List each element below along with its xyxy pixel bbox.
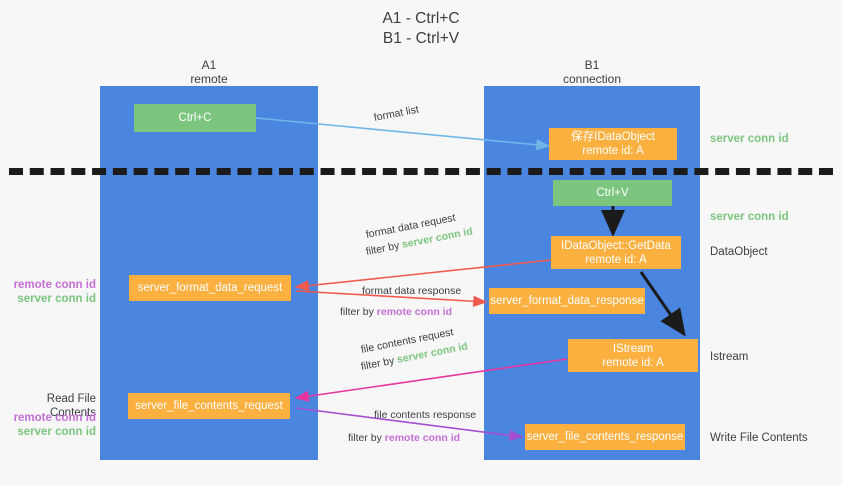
column-header-b1: B1 connection [484, 58, 700, 86]
node-ctrl-v[interactable]: Ctrl+V [553, 180, 672, 206]
left-label-read-file-contents: Read File Contents [46, 393, 96, 419]
node-ctrl-v-label: Ctrl+V [596, 187, 629, 199]
right-label-write-file-contents: Write File Contents [710, 432, 808, 444]
edge-label-file-contents-request: file contents request filter by server c… [359, 326, 470, 374]
left-label-remote-conn-id-lower: remote conn id [13, 412, 96, 424]
page-title: A1 - Ctrl+C B1 - Ctrl+V [0, 9, 842, 49]
right-label-server-conn-id-top: server conn id [710, 133, 789, 145]
column-b1-role: connection [562, 72, 622, 86]
edge-label-format-data-response: format data response filter by remote co… [340, 284, 462, 319]
phase-divider [9, 168, 833, 175]
filter-prefix: filter by [359, 354, 399, 373]
edge-label-format-list-text: format list [372, 103, 420, 124]
node-getdata-label: IDataObject::GetData [561, 239, 671, 252]
node-server-file-contents-request[interactable]: server_file_contents_request [128, 393, 290, 419]
node-clipboard-idataobject[interactable]: 保存IDataObject remote id: A [549, 128, 677, 160]
filter-value-remote-conn-id: remote conn id [376, 306, 453, 318]
title-line-2: B1 - Ctrl+V [382, 30, 460, 47]
edge-label-format-data-response-title: format data response [362, 285, 462, 297]
edge-label-format-data-response-filter: filter by remote conn id [340, 305, 461, 319]
node-istream-sub: remote id: A [602, 356, 664, 369]
title-line-1: A1 - Ctrl+C [382, 10, 460, 27]
edge-label-format-list: format list [373, 103, 420, 125]
column-a1-name: A1 [201, 58, 217, 72]
node-server-format-data-request[interactable]: server_format_data_request [129, 275, 291, 301]
column-header-a1: A1 remote [100, 58, 318, 86]
node-getdata-sub: remote id: A [585, 253, 647, 266]
edge-label-file-contents-response-filter: filter by remote conn id [348, 431, 476, 445]
node-server-file-contents-response-label: server_file_contents_response [526, 431, 684, 443]
right-label-server-conn-id-mid: server conn id [710, 211, 789, 223]
node-istream[interactable]: IStream remote id: A [568, 339, 698, 372]
node-server-format-data-response[interactable]: server_format_data_response [489, 288, 645, 314]
node-istream-label: IStream [612, 342, 654, 355]
filter-prefix: filter by [348, 432, 385, 444]
node-getdata[interactable]: IDataObject::GetData remote id: A [551, 236, 681, 269]
left-label-remote-conn-id-upper: remote conn id [13, 279, 96, 291]
edge-label-file-contents-response-title: file contents response [374, 409, 477, 421]
edge-label-format-data-request: format data request filter by server con… [364, 212, 475, 259]
node-server-format-data-response-label: server_format_data_response [490, 295, 644, 307]
left-label-server-conn-id-lower: server conn id [17, 426, 96, 438]
filter-prefix: filter by [340, 306, 377, 318]
right-label-dataobject: DataObject [710, 246, 768, 258]
node-ctrl-c[interactable]: Ctrl+C [134, 104, 256, 132]
node-clipboard-idataobject-sub: remote id: A [582, 145, 644, 157]
left-label-conn-ids-lower: remote conn id server conn id [0, 411, 96, 439]
column-b1-name: B1 [584, 58, 600, 72]
right-label-istream: Istream [710, 351, 749, 363]
column-a1-role: remote [190, 72, 228, 86]
filter-prefix: filter by [364, 239, 404, 258]
left-label-server-conn-id-upper: server conn id [17, 293, 96, 305]
node-clipboard-idataobject-label: 保存IDataObject [571, 131, 655, 143]
edge-label-file-contents-response: file contents response filter by remote … [348, 408, 477, 445]
node-server-format-data-request-label: server_format_data_request [137, 282, 283, 294]
node-ctrl-c-label: Ctrl+C [178, 112, 212, 124]
left-label-conn-ids-upper: remote conn id server conn id [0, 278, 96, 306]
node-server-file-contents-response[interactable]: server_file_contents_response [525, 424, 685, 450]
node-server-file-contents-request-label: server_file_contents_request [135, 400, 283, 412]
filter-value-remote-conn-id: remote conn id [384, 432, 461, 444]
